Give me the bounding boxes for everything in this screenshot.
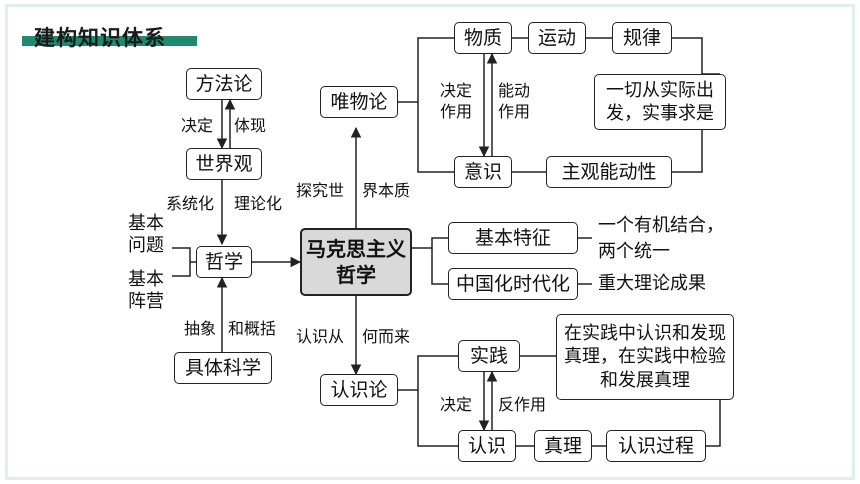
motion-box: 运动 <box>528 22 586 54</box>
consciousness-box: 意识 <box>454 156 512 188</box>
marxist-philosophy-box: 马克思主义 哲学 <box>300 228 412 296</box>
center-line1: 马克思主义 <box>306 237 406 261</box>
slide-frame <box>5 4 855 480</box>
initiative-box: 主观能动性 <box>546 156 672 188</box>
label-react-1: 能动 <box>498 81 531 100</box>
label-from: 认识从 <box>296 327 345 346</box>
basic-camp-line2: 阵营 <box>128 291 164 312</box>
label-decide-1: 决定 <box>440 81 473 100</box>
law-box: 规律 <box>612 22 672 54</box>
label-theorize: 理论化 <box>234 194 283 213</box>
label-abstract: 抽象 <box>184 319 217 338</box>
label-essence: 界本质 <box>362 181 411 200</box>
practice-truth-box: 在实践中认识和发现真理，在实践中检验和发展真理 <box>556 314 734 400</box>
organic-line1: 一个有机结合， <box>598 215 724 236</box>
matter-box: 物质 <box>454 22 512 54</box>
basic-question-line2: 问题 <box>128 235 164 256</box>
label-decide: 决定 <box>181 116 214 135</box>
label-explore: 探究世 <box>296 181 345 200</box>
method-box: 方法论 <box>186 68 262 100</box>
center-line2: 哲学 <box>336 263 376 287</box>
organic-line2: 两个统一 <box>598 241 670 262</box>
section-title-text: 建构知识体系 <box>34 26 166 50</box>
science-box: 具体科学 <box>174 352 272 384</box>
sinicization-box: 中国化时代化 <box>448 268 578 300</box>
truth-box: 真理 <box>534 430 592 462</box>
label-decide-2: 作用 <box>440 102 473 121</box>
label-react-bottom: 反作用 <box>498 395 547 414</box>
title-accent-bar <box>22 36 197 46</box>
label-react-2: 作用 <box>498 102 531 121</box>
basic-camp-line1: 基本 <box>128 269 164 290</box>
basic-question-line1: 基本 <box>128 213 164 234</box>
worldview-box: 世界观 <box>186 148 262 180</box>
label-systematize: 系统化 <box>166 194 215 213</box>
basic-features-box: 基本特征 <box>448 222 578 254</box>
label-decide-bottom: 决定 <box>440 395 473 414</box>
seek-truth-box: 一切从实际出发，实事求是 <box>594 74 726 130</box>
practice-box: 实践 <box>458 340 520 372</box>
label-embody: 体现 <box>234 116 267 135</box>
epistemology-box: 认识论 <box>320 374 398 406</box>
process-box: 认识过程 <box>606 430 706 462</box>
cognition-box: 认识 <box>458 430 516 462</box>
label-whence: 何而来 <box>362 327 411 346</box>
materialism-consciousness-line <box>417 102 454 173</box>
materialism-matter-line <box>398 37 454 103</box>
label-summarize: 和概括 <box>228 319 277 338</box>
section-title: 建构知识体系 <box>22 22 197 50</box>
philosophy-box: 哲学 <box>196 246 252 278</box>
philosophy-bracket <box>172 247 191 277</box>
materialism-box: 唯物论 <box>320 86 398 118</box>
achievements-text: 重大理论成果 <box>598 273 706 294</box>
